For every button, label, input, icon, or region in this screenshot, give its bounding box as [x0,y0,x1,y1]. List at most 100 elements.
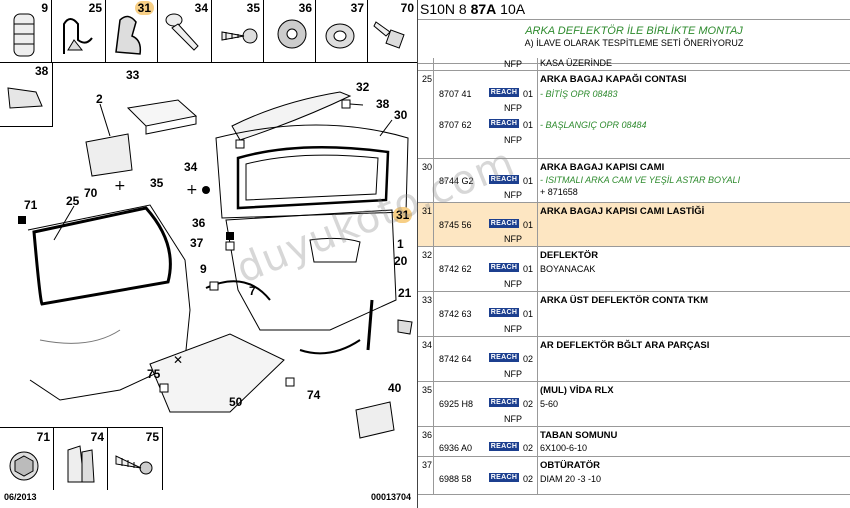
thumb-number: 31 [134,1,154,15]
row-title: OBTÜRATÖR [540,460,600,471]
part-reference[interactable]: 8707 41 [439,89,472,99]
row-note: 6X100-6-10 [540,443,588,453]
nfp-label: NFP [504,414,522,424]
column-divider [433,427,434,456]
thumb-part-37[interactable]: 37 [316,0,368,62]
column-divider [537,58,538,70]
callout-40[interactable]: 40 [388,381,402,395]
washer-icon [277,19,307,49]
assembly-subtitle: A) İLAVE OLARAK TESPİTLEME SETİ ÖNERİYOR… [524,38,744,48]
callout-21[interactable]: 21 [398,286,412,300]
row-position: 31 [422,206,433,216]
column-divider [537,382,538,426]
diagram-date: 06/2013 [4,492,37,502]
nfp-label: NFP [504,279,522,289]
thumb-part-70[interactable]: 70 [368,0,417,62]
trim-piece-icon [7,87,43,109]
table-row[interactable]: 35 (MUL) VİDA RLX 6925 H8 REACH 02 5-60 … [418,382,850,427]
callout-74[interactable]: 74 [307,388,321,402]
column-divider [537,71,538,158]
part-thumbnail-strip: 9 25 31 34 [0,0,417,63]
table-row[interactable]: 33 ARKA ÜST DEFLEKTÖR CONTA TKM 8742 63 … [418,292,850,337]
table-row[interactable]: 34 AR DEFLEKTÖR BĞLT ARA PARÇASI 8742 64… [418,337,850,382]
row-title: (MUL) VİDA RLX [540,385,614,396]
nfp-label: NFP [504,135,522,145]
row-note: - BİTİŞ OPR 08483 [540,89,618,99]
callout-71[interactable]: 71 [24,198,38,212]
row-title: DEFLEKTÖR [540,250,599,261]
callout-37[interactable]: 37 [190,236,204,250]
row-title: AR DEFLEKTÖR BĞLT ARA PARÇASI [540,340,710,351]
row-title: ARKA BAGAJ KAPAĞI CONTASI [540,74,687,85]
callout-34[interactable]: 34 [184,160,198,174]
reach-badge: REACH [489,119,519,128]
nut-icon [9,451,39,481]
callout-25[interactable]: 25 [66,194,80,208]
thumb-part-34[interactable]: 34 [158,0,212,62]
callout-33[interactable]: 33 [126,68,140,82]
thumb-part-9[interactable]: 9 [0,0,52,62]
callout-31[interactable]: 31 [393,207,413,223]
thumb-part-35[interactable]: 35 [212,0,264,62]
reach-badge: REACH [489,353,519,362]
quantity: 01 [523,264,534,274]
row-note: 5-60 [540,399,559,409]
column-divider [537,247,538,291]
callout-30[interactable]: 30 [394,108,408,122]
callout-2[interactable]: 2 [96,92,103,106]
part-reference[interactable]: 6925 H8 [439,399,474,409]
callout-35[interactable]: 35 [150,176,164,190]
thumb-number: 37 [350,1,364,15]
callout-7[interactable]: 7 [249,284,256,298]
row-title: ARKA ÜST DEFLEKTÖR CONTA TKM [540,295,708,306]
row-position: 25 [422,74,433,84]
column-divider [433,337,434,381]
thumb-number: 9 [41,1,48,15]
nfp-label: NFP [504,59,522,69]
callout-32[interactable]: 32 [356,80,370,94]
thumb-number: 70 [400,1,414,15]
callout-36[interactable]: 36 [192,216,206,230]
thumb-part-75[interactable]: 75 [108,428,162,490]
thumb-part-31[interactable]: 31 [106,0,158,62]
part-reference[interactable]: 8745 56 [439,220,472,230]
reach-badge: REACH [489,88,519,97]
table-row[interactable]: 25 ARKA BAGAJ KAPAĞI CONTASI 8707 41 REA… [418,71,850,159]
callout-9[interactable]: 9 [200,262,207,276]
column-divider [433,203,434,246]
table-row[interactable]: 37 OBTÜRATÖR 6988 58 REACH 02 DIAM 20 -3… [418,457,850,495]
callout-38[interactable]: 38 [376,97,390,111]
row-note: - ISITMALI ARKA CAM VE YEŞİL ASTAR BOYAL… [540,175,741,185]
part-reference[interactable]: 6988 58 [439,474,472,484]
table-row[interactable]: 32 DEFLEKTÖR 8742 62 REACH 01 BOYANACAK … [418,247,850,292]
thumb-part-38[interactable]: 38 [0,62,53,127]
table-row[interactable]: 36 TABAN SOMUNU 6936 A0 REACH 02 6X100-6… [418,427,850,457]
part-reference[interactable]: 8742 64 [439,354,472,364]
assembly-header: ARKA DEFLEKTÖR İLE BİRLİKTE MONTAJ A) İL… [418,25,850,64]
nfp-label: NFP [504,324,522,334]
column-divider [537,203,538,246]
table-row[interactable]: 30 ARKA BAGAJ KAPISI CAMI 8744 G2 REACH … [418,159,850,203]
callout-70[interactable]: 70 [84,186,98,200]
row-position: 32 [422,250,433,260]
callout-20[interactable]: 20 [394,254,408,268]
column-divider [433,247,434,291]
thumb-part-74[interactable]: 74 [54,428,108,490]
plate-code: S10N 8 87A 10A [418,0,850,20]
thumb-part-25[interactable]: 25 [52,0,106,62]
callout-75[interactable]: 75 [147,367,161,381]
row-title: ARKA BAGAJ KAPISI CAMI LASTİĞİ [540,206,705,217]
part-reference[interactable]: 8742 62 [439,264,472,274]
thumb-part-71[interactable]: 71 [0,428,54,490]
callout-50[interactable]: 50 [229,395,243,409]
part-reference[interactable]: 8707 62 [439,120,472,130]
part-reference[interactable]: 8742 63 [439,309,472,319]
thumb-part-36[interactable]: 36 [264,0,316,62]
plate-code-main: 87A [470,1,497,17]
table-row-selected[interactable]: 31 ARKA BAGAJ KAPISI CAMI LASTİĞİ 8745 5… [418,203,850,247]
callout-1[interactable]: 1 [397,237,404,251]
part-reference[interactable]: 8744 G2 [439,176,474,186]
part-reference[interactable]: 6936 A0 [439,443,473,453]
bottom-thumbnail-strip: 71 74 75 [0,427,163,490]
row-note-extra: + 871658 [540,187,578,197]
